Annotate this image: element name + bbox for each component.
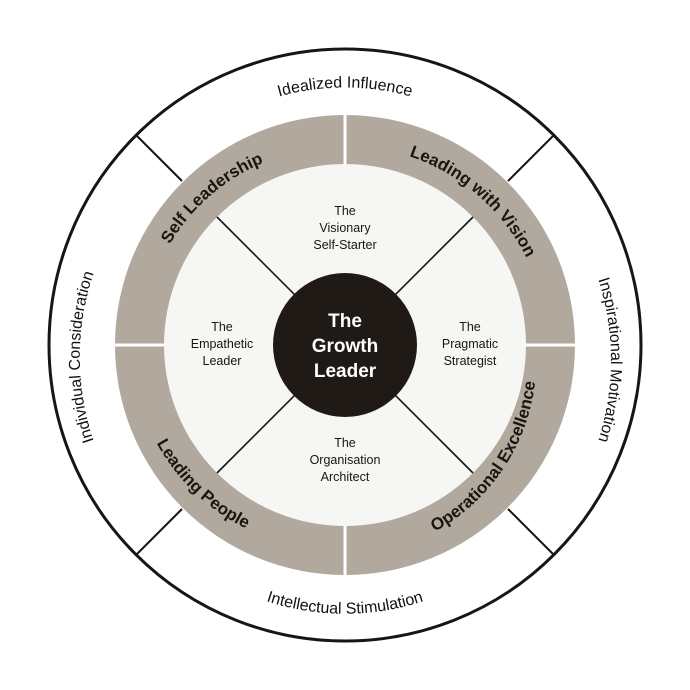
- center-title: The Growth Leader: [312, 311, 379, 382]
- outer-divider-nw: [136, 135, 183, 182]
- outer-divider-sw: [136, 508, 183, 555]
- inner-label-line: Visionary: [319, 221, 371, 235]
- center-title-line: Growth: [312, 336, 379, 357]
- inner-label-line: The: [211, 320, 233, 334]
- center-title-line: Leader: [314, 361, 377, 382]
- inner-label-line: The: [459, 320, 481, 334]
- inner-label-line: Architect: [321, 470, 370, 484]
- inner-label-line: The: [334, 436, 356, 450]
- inner-label-line: Self-Starter: [313, 238, 376, 252]
- inner-label-pragmatic: The Pragmatic Strategist: [442, 320, 498, 368]
- inner-label-line: Pragmatic: [442, 337, 498, 351]
- outer-divider-ne: [507, 135, 554, 182]
- inner-label-line: Organisation: [310, 453, 381, 467]
- inner-label-organisation: The Organisation Architect: [310, 436, 381, 484]
- inner-label-empathetic: The Empathetic Leader: [191, 320, 254, 368]
- inner-label-visionary: The Visionary Self-Starter: [313, 204, 376, 252]
- outer-divider-se: [507, 508, 554, 555]
- inner-label-line: Leader: [203, 354, 242, 368]
- center-circle: [273, 273, 417, 417]
- center-title-line: The: [328, 311, 362, 332]
- inner-label-line: Empathetic: [191, 337, 254, 351]
- inner-label-line: Strategist: [444, 354, 497, 368]
- inner-label-line: The: [334, 204, 356, 218]
